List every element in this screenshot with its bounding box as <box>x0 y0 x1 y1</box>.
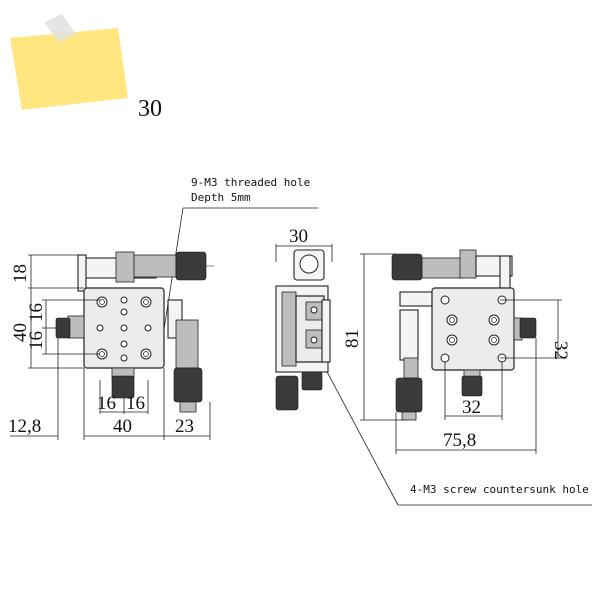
left-view <box>10 251 214 440</box>
dim-bottom-16-b: 16 <box>126 393 145 414</box>
threaded-hole-callout: 9-M3 threaded hole Depth 5mm <box>159 176 318 356</box>
dim-right-75-8: 75,8 <box>443 430 476 451</box>
dim-right-32-h: 32 <box>462 397 481 418</box>
dim-left-16-upper: 16 <box>26 303 47 322</box>
dim-bottom-12-8: 12,8 <box>8 416 41 437</box>
threaded-hole-text: 9-M3 threaded hole <box>191 176 310 189</box>
dim-left-18: 18 <box>10 264 31 283</box>
right-view <box>360 249 562 454</box>
dim-left-16-lower: 16 <box>26 331 47 350</box>
dim-right-32-v: 32 <box>550 341 571 360</box>
dim-left-40: 40 <box>10 323 31 342</box>
countersunk-callout: 4-M3 screw countersunk hole <box>324 367 592 506</box>
dim-side-30: 30 <box>289 226 308 247</box>
dim-bottom-40: 40 <box>113 416 132 437</box>
dim-bottom-16-a: 16 <box>97 393 116 414</box>
countersunk-text: 4-M3 screw countersunk hole <box>410 483 589 496</box>
sticky-note <box>10 14 128 110</box>
tape-strip <box>44 14 76 42</box>
dim-bottom-23: 23 <box>175 416 194 437</box>
dim-right-81: 81 <box>342 329 363 348</box>
sticky-note-paper <box>10 28 128 110</box>
note-label: 30 <box>138 96 162 122</box>
threaded-depth-text: Depth 5mm <box>191 191 251 204</box>
side-view <box>275 244 333 411</box>
